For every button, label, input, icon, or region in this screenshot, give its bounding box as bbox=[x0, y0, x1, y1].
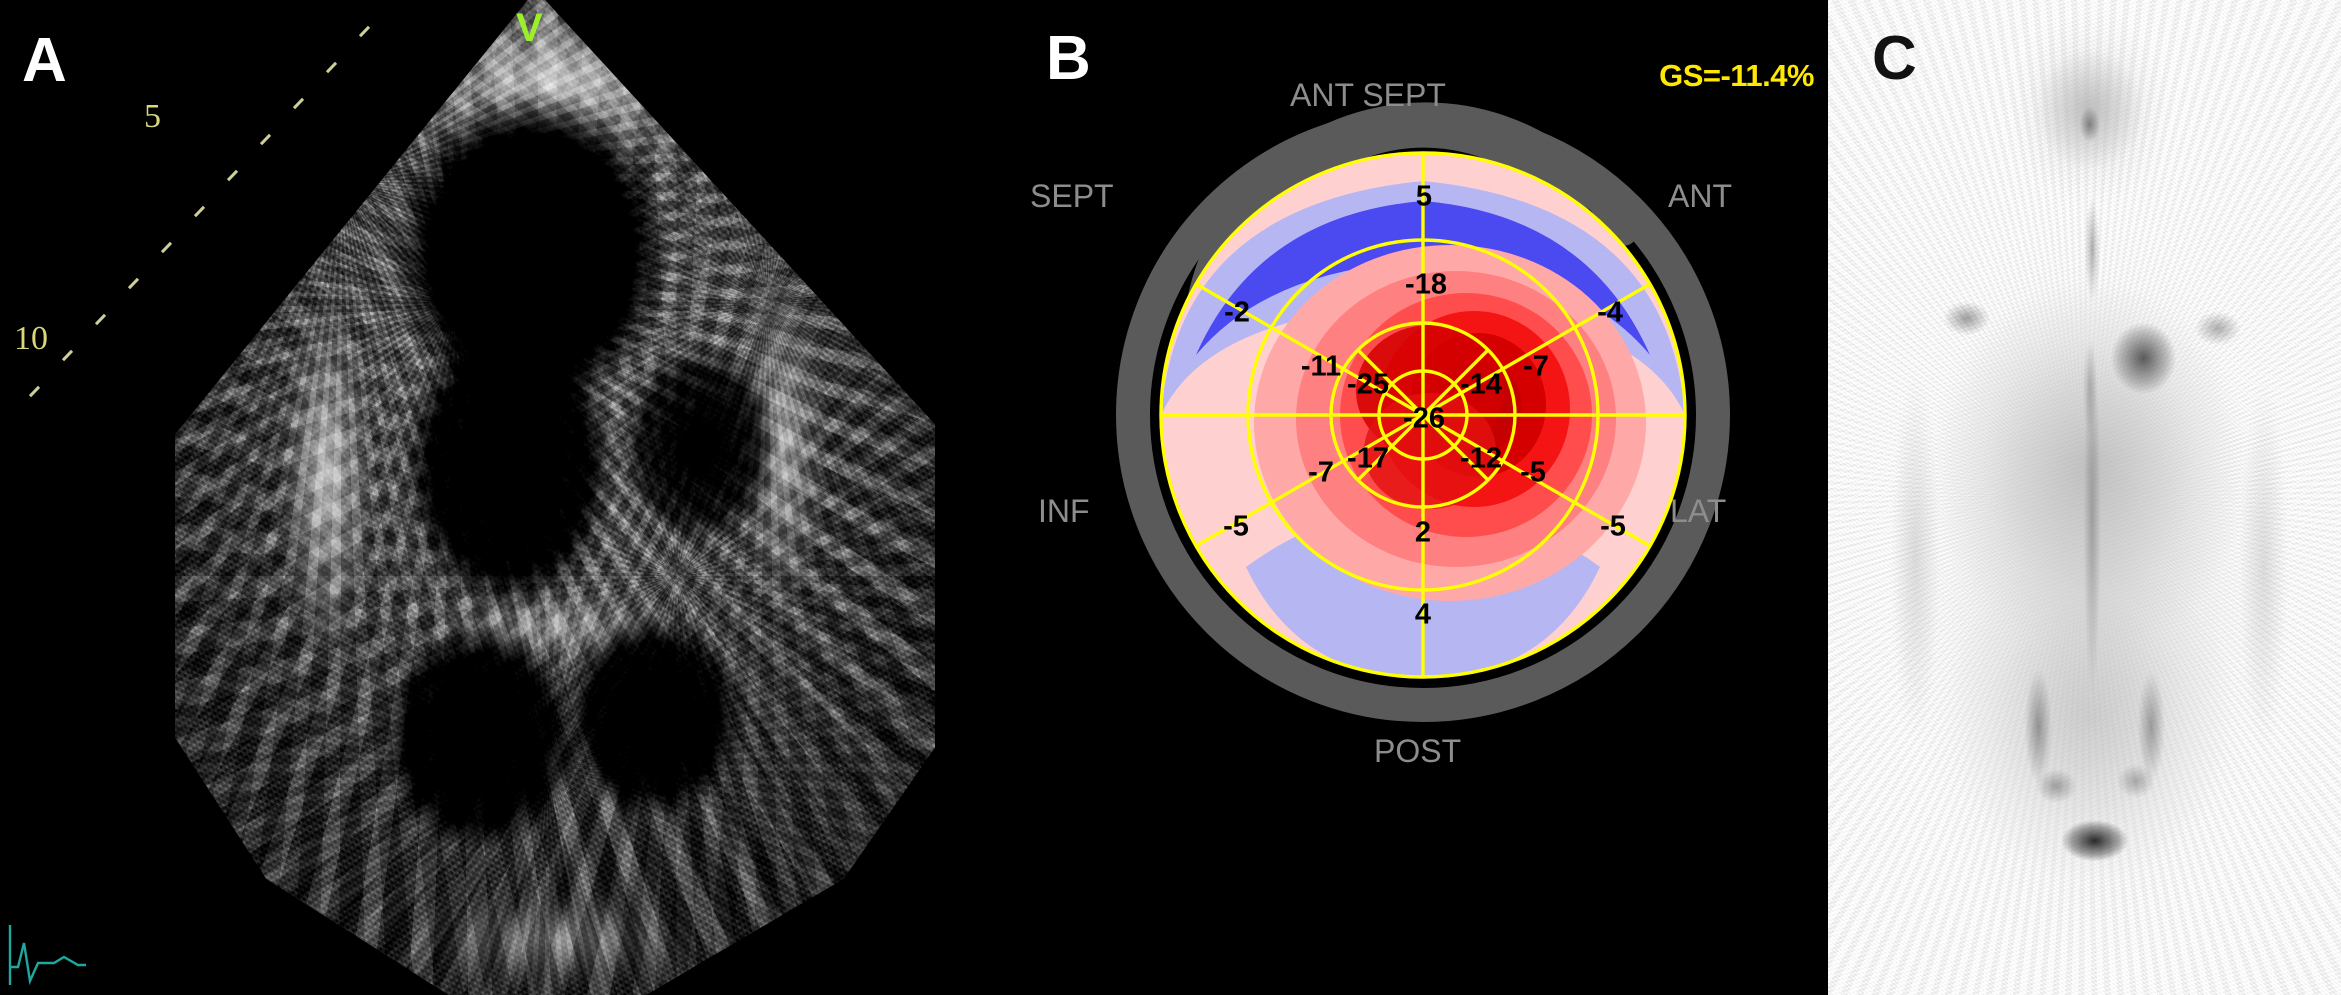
wall-label-ant-sept: ANT SEPT bbox=[1290, 77, 1446, 113]
segment-value-apical-inf: -17 bbox=[1347, 442, 1389, 475]
depth-label-5: 5 bbox=[144, 98, 161, 135]
wall-label-lat: LAT bbox=[1670, 493, 1727, 529]
segment-value-basal-antsept: 5 bbox=[1415, 180, 1433, 213]
ruler-tick bbox=[226, 169, 239, 182]
ecg-trace-icon bbox=[8, 925, 86, 986]
segment-value-apex: -26 bbox=[1403, 402, 1445, 435]
ruler-tick bbox=[325, 61, 338, 74]
ultrasound-speckle-texture bbox=[175, 0, 935, 995]
segment-value-apical-antsept: -25 bbox=[1347, 368, 1389, 401]
ultrasound-sector-image bbox=[175, 0, 935, 995]
panel-c-scintigraphy: C bbox=[1828, 0, 2341, 995]
wall-label-inf: INF bbox=[1038, 493, 1090, 529]
segment-value-basal-ant: -4 bbox=[1597, 296, 1623, 329]
ruler-tick bbox=[61, 349, 74, 362]
ruler-tick bbox=[259, 133, 272, 146]
segment-grid bbox=[1159, 151, 1687, 679]
segment-value-basal-lat: -5 bbox=[1600, 510, 1626, 543]
panel-label-c: C bbox=[1872, 24, 1917, 93]
global-strain-value: GS=-11.4% bbox=[1659, 58, 1814, 93]
segment-value-basal-sept: -2 bbox=[1224, 296, 1250, 329]
ruler-tick bbox=[94, 313, 107, 326]
segment-value-mid-antsept: -18 bbox=[1405, 268, 1447, 301]
ruler-tick bbox=[193, 205, 206, 218]
panel-b-strain-bullseye: B GS=-11.4% bbox=[1016, 0, 1828, 995]
segment-value-mid-post: 2 bbox=[1414, 516, 1432, 549]
segment-value-mid-inf: -7 bbox=[1308, 456, 1334, 489]
depth-label-10: 10 bbox=[14, 320, 48, 357]
ruler-tick bbox=[28, 385, 41, 398]
wall-label-ant: ANT bbox=[1668, 178, 1732, 214]
segment-value-mid-ant: -7 bbox=[1523, 350, 1549, 383]
segment-value-mid-sept: -11 bbox=[1300, 350, 1342, 383]
ruler-tick bbox=[160, 241, 173, 254]
panel-label-b: B bbox=[1046, 24, 1091, 93]
segment-value-apical-post: -12 bbox=[1460, 442, 1502, 475]
ruler-tick bbox=[358, 25, 371, 38]
ruler-tick bbox=[292, 97, 305, 110]
wall-label-post: POST bbox=[1374, 733, 1462, 769]
bullseye-svg bbox=[1116, 102, 1730, 722]
whole-body-scintigraphy-image bbox=[1828, 0, 2341, 995]
panel-label-a: A bbox=[22, 26, 67, 95]
sector-apex-marker-v: V bbox=[516, 6, 543, 50]
panel-a-echocardiogram: 5 10 V A bbox=[0, 0, 1016, 995]
segment-value-mid-lat: -5 bbox=[1520, 456, 1546, 489]
segment-value-apical-ant: -14 bbox=[1460, 368, 1502, 401]
bullseye-plot[interactable]: 5 -4 -5 4 -5 -2 -18 -7 -5 2 -7 -11 -25 -… bbox=[1030, 55, 1768, 767]
ruler-tick bbox=[127, 277, 140, 290]
segment-value-basal-inf: -5 bbox=[1223, 510, 1249, 543]
wall-label-sept: SEPT bbox=[1030, 178, 1114, 214]
segment-value-basal-post: 4 bbox=[1414, 598, 1432, 631]
